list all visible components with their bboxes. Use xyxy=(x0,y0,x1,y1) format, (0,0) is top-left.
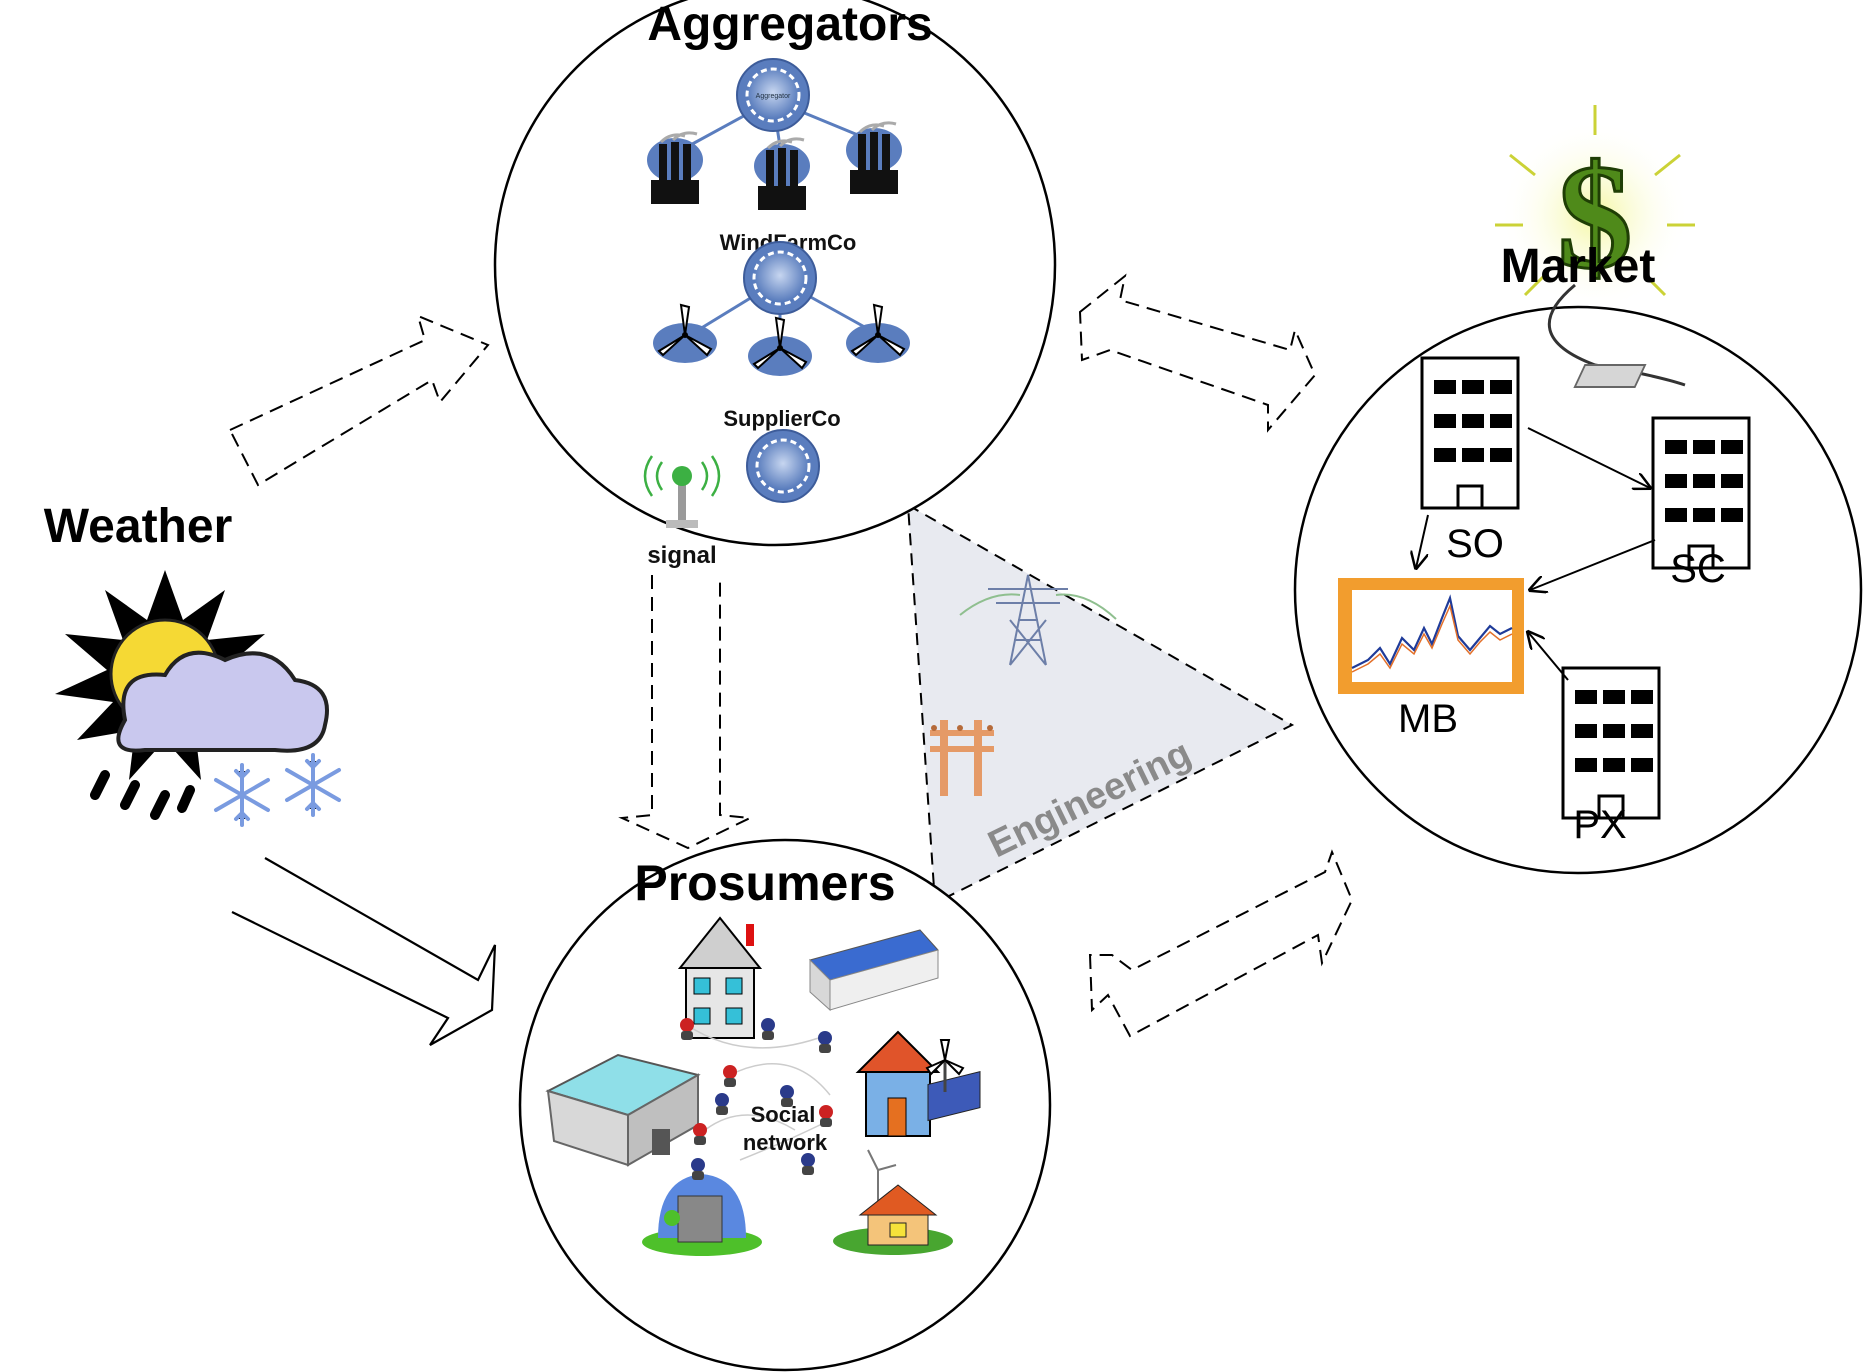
weather-title: Weather xyxy=(44,500,233,553)
house-icon xyxy=(833,1149,953,1255)
building-icon xyxy=(1420,356,1520,510)
weather-to-prosumers-arrow xyxy=(231,857,497,1046)
dollar-icon: $ xyxy=(1495,105,1695,388)
weather-icon xyxy=(55,570,329,820)
mb-label: MB xyxy=(1398,697,1458,741)
aggregators-market-arrow xyxy=(1078,273,1317,433)
person-icon xyxy=(801,1153,815,1175)
gear-icon xyxy=(745,428,821,504)
person-icon xyxy=(680,1018,694,1040)
house-icon xyxy=(855,1030,981,1137)
pylon-icon xyxy=(959,574,1117,666)
engineering-triangle xyxy=(906,503,1295,905)
building-icon xyxy=(1651,416,1751,570)
social-network-line2: network xyxy=(743,1130,828,1155)
prosumers-market-arrow xyxy=(1088,849,1354,1038)
house-icon xyxy=(642,1174,762,1256)
power-pole-icon xyxy=(930,720,994,796)
person-icon xyxy=(693,1123,707,1145)
so-label: SO xyxy=(1446,522,1504,566)
house-icon xyxy=(677,916,763,1039)
snowflake-icon xyxy=(214,763,270,827)
px-label: PX xyxy=(1573,803,1626,847)
person-icon xyxy=(819,1105,833,1127)
market-title: Market xyxy=(1501,240,1656,293)
person-icon xyxy=(761,1018,775,1040)
person-icon xyxy=(723,1065,737,1087)
sc-label: SC xyxy=(1670,547,1726,591)
building-icon xyxy=(1561,666,1661,820)
snowflake-icon xyxy=(285,753,341,817)
person-icon xyxy=(715,1093,729,1115)
price-chart-icon xyxy=(1338,578,1524,694)
house-icon xyxy=(809,929,939,1012)
antenna-icon xyxy=(643,455,721,528)
weather-to-aggregators-arrow xyxy=(228,314,490,487)
gear-icon xyxy=(742,240,818,316)
social-network-line1: Social xyxy=(751,1102,816,1127)
svg-text:$: $ xyxy=(1558,134,1633,300)
supplier-label: SupplierCo xyxy=(723,406,840,431)
prosumers-title: Prosumers xyxy=(634,855,895,911)
signal-label: signal xyxy=(647,542,716,569)
gear-label: Aggregator xyxy=(756,93,791,100)
person-icon xyxy=(691,1158,705,1180)
signal-down-arrow xyxy=(618,575,754,850)
aggregators-title: Aggregators xyxy=(647,0,932,51)
person-icon xyxy=(818,1031,832,1053)
wind-turbine-icon xyxy=(925,1039,965,1092)
house-icon xyxy=(545,1053,701,1167)
